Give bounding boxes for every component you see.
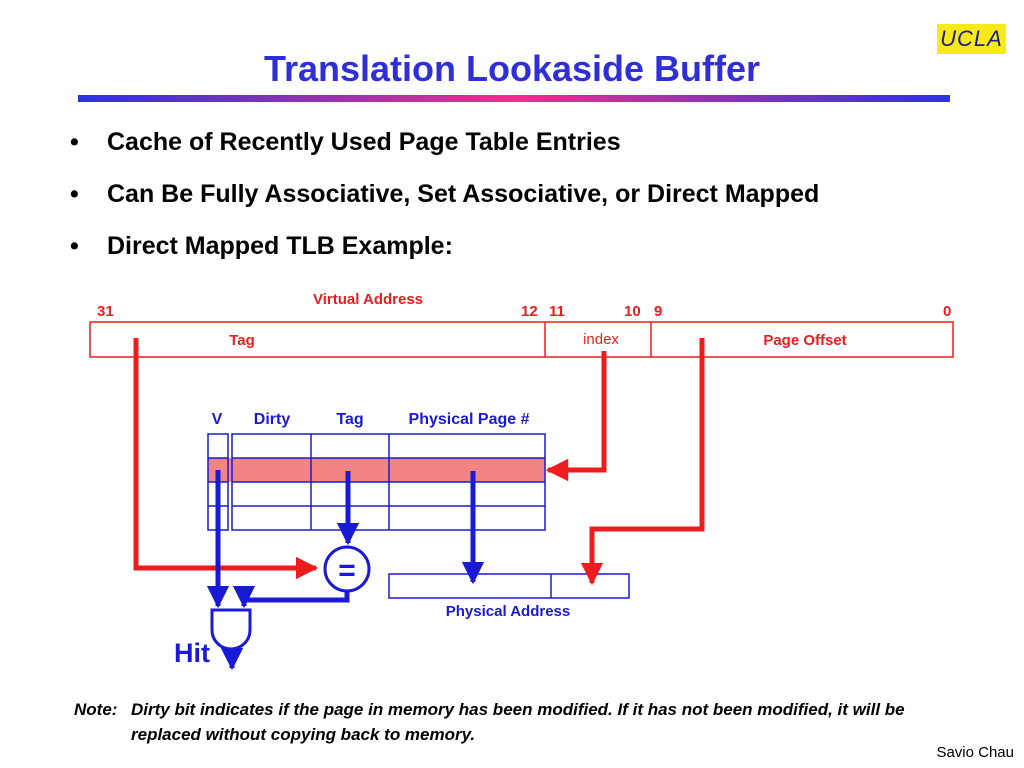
tlb-header-v: V bbox=[212, 411, 223, 428]
bullet-text: Cache of Recently Used Page Table Entrie… bbox=[107, 128, 621, 156]
comparator-to-gate-arrow bbox=[232, 585, 350, 609]
virtual-address-label: Virtual Address bbox=[313, 291, 423, 308]
bit-label-10: 10 bbox=[624, 303, 641, 320]
bit-label-0: 0 bbox=[943, 303, 951, 320]
physical-address-register bbox=[388, 573, 630, 599]
and-gate bbox=[210, 608, 252, 651]
hit-label: Hit bbox=[174, 638, 210, 668]
ucla-logo: UCLA bbox=[937, 24, 1006, 54]
title-gradient-bar bbox=[78, 95, 950, 102]
note-text: Dirty bit indicates if the page in memor… bbox=[131, 700, 905, 744]
tag-field-label: Tag bbox=[229, 332, 255, 349]
bullet-text: Can Be Fully Associative, Set Associativ… bbox=[107, 180, 820, 208]
index-to-tlb-arrow bbox=[545, 351, 607, 482]
bullet-item: • Direct Mapped TLB Example: bbox=[70, 232, 819, 261]
slide-title: Translation Lookaside Buffer bbox=[263, 48, 761, 89]
tlb-table bbox=[207, 433, 546, 531]
bullet-dot-icon: • bbox=[70, 180, 79, 208]
bit-label-11: 11 bbox=[549, 303, 565, 320]
bullet-dot-icon: • bbox=[70, 232, 79, 260]
tlb-header-tag: Tag bbox=[336, 411, 363, 428]
bit-label-31: 31 bbox=[97, 303, 114, 320]
index-field-label: index bbox=[583, 331, 619, 348]
physical-address-label: Physical Address bbox=[446, 603, 571, 620]
tlb-highlight-row bbox=[208, 458, 545, 482]
tlb-header-dirty: Dirty bbox=[254, 411, 291, 428]
author-name: Savio Chau bbox=[936, 744, 1014, 761]
offset-to-physical-arrow bbox=[580, 338, 705, 586]
tlb-header-physical-page: Physical Page # bbox=[409, 411, 530, 428]
bullet-dot-icon: • bbox=[70, 128, 79, 156]
comparator bbox=[323, 545, 371, 593]
note-label: Note: bbox=[74, 700, 118, 719]
bit-label-12: 12 bbox=[521, 303, 538, 320]
bit-label-9: 9 bbox=[654, 303, 662, 320]
bullet-list: • Cache of Recently Used Page Table Entri… bbox=[70, 128, 819, 284]
tag-to-comparator-arrow bbox=[133, 338, 319, 580]
bullet-item: • Cache of Recently Used Page Table Entri… bbox=[70, 128, 819, 157]
comparator-symbol: = bbox=[338, 554, 356, 587]
bullet-text: Direct Mapped TLB Example: bbox=[107, 232, 453, 260]
page-offset-field-label: Page Offset bbox=[763, 332, 846, 349]
bullet-item: • Can Be Fully Associative, Set Associati… bbox=[70, 180, 819, 209]
virtual-address-register bbox=[89, 321, 954, 358]
blue-arrows bbox=[206, 470, 485, 671]
red-arrows bbox=[133, 338, 705, 586]
